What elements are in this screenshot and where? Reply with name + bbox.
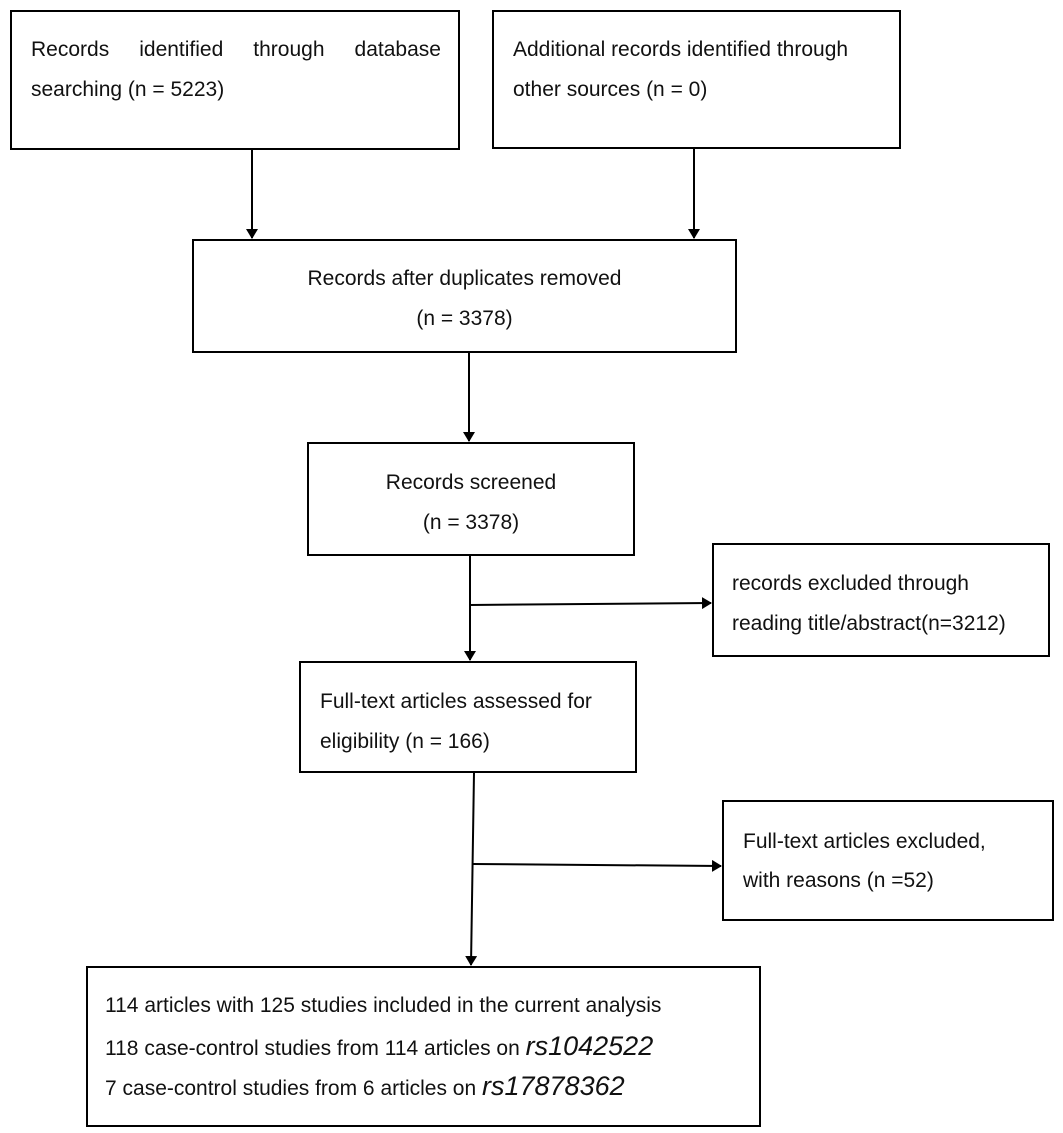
fulltext-excluded-line1: Full-text articles excluded,: [743, 830, 986, 853]
word: through: [253, 38, 325, 61]
included-studies-box: 114 articles with 125 studies included i…: [86, 966, 761, 1127]
included-line2: 118 case-control studies from 114 articl…: [105, 1027, 653, 1068]
arrow-to-excluded-fulltext: [472, 859, 722, 872]
duplicates-removed-line1: Records after duplicates removed: [307, 267, 622, 290]
arrow-to-excluded-title: [469, 597, 712, 610]
records-screened-line2: (n = 3378): [422, 511, 520, 534]
included-line3: 7 case-control studies from 6 articles o…: [105, 1067, 625, 1108]
fulltext-assessed-line2: eligibility (n = 166): [320, 730, 490, 753]
records-screened-line1: Records screened: [385, 471, 557, 494]
other-sources-box: Additional records identified through ot…: [492, 10, 901, 149]
database-records-line2: searching (n = 5223): [31, 78, 225, 101]
other-sources-line1: Additional records identified through: [513, 38, 849, 61]
included-line2-text: 118 case-control studies from 114 articl…: [105, 1037, 526, 1060]
other-sources-line2: other sources (n = 0): [513, 78, 708, 101]
fulltext-assessed-line1: Full-text articles assessed for: [320, 690, 592, 713]
fulltext-excluded-line2: with reasons (n =52): [743, 869, 934, 892]
word: database: [354, 38, 441, 61]
duplicates-removed-box: Records after duplicates removed (n = 33…: [192, 239, 737, 353]
word: Records: [31, 38, 110, 61]
included-line3-text: 7 case-control studies from 6 articles o…: [105, 1077, 482, 1100]
database-records-box: Records identified through database sear…: [10, 10, 460, 150]
fulltext-excluded-box: Full-text articles excluded, with reason…: [722, 800, 1054, 921]
excluded-title-line1: records excluded through: [732, 572, 969, 595]
snp-rs17878362: rs17878362: [482, 1071, 625, 1101]
records-screened-box: Records screened (n = 3378): [307, 442, 635, 556]
included-line1: 114 articles with 125 studies included i…: [105, 994, 662, 1017]
excluded-title-line2: reading title/abstract(n=3212): [732, 612, 1006, 635]
word: identified: [139, 38, 224, 61]
excluded-title-abstract-box: records excluded through reading title/a…: [712, 543, 1050, 657]
database-records-line1: Records identified through database: [31, 30, 441, 69]
duplicates-removed-line2: (n = 3378): [416, 307, 513, 330]
fulltext-assessed-box: Full-text articles assessed for eligibil…: [299, 661, 637, 773]
snp-rs1042522: rs1042522: [525, 1031, 654, 1061]
arrow-fulltext-to-included: [465, 772, 478, 966]
